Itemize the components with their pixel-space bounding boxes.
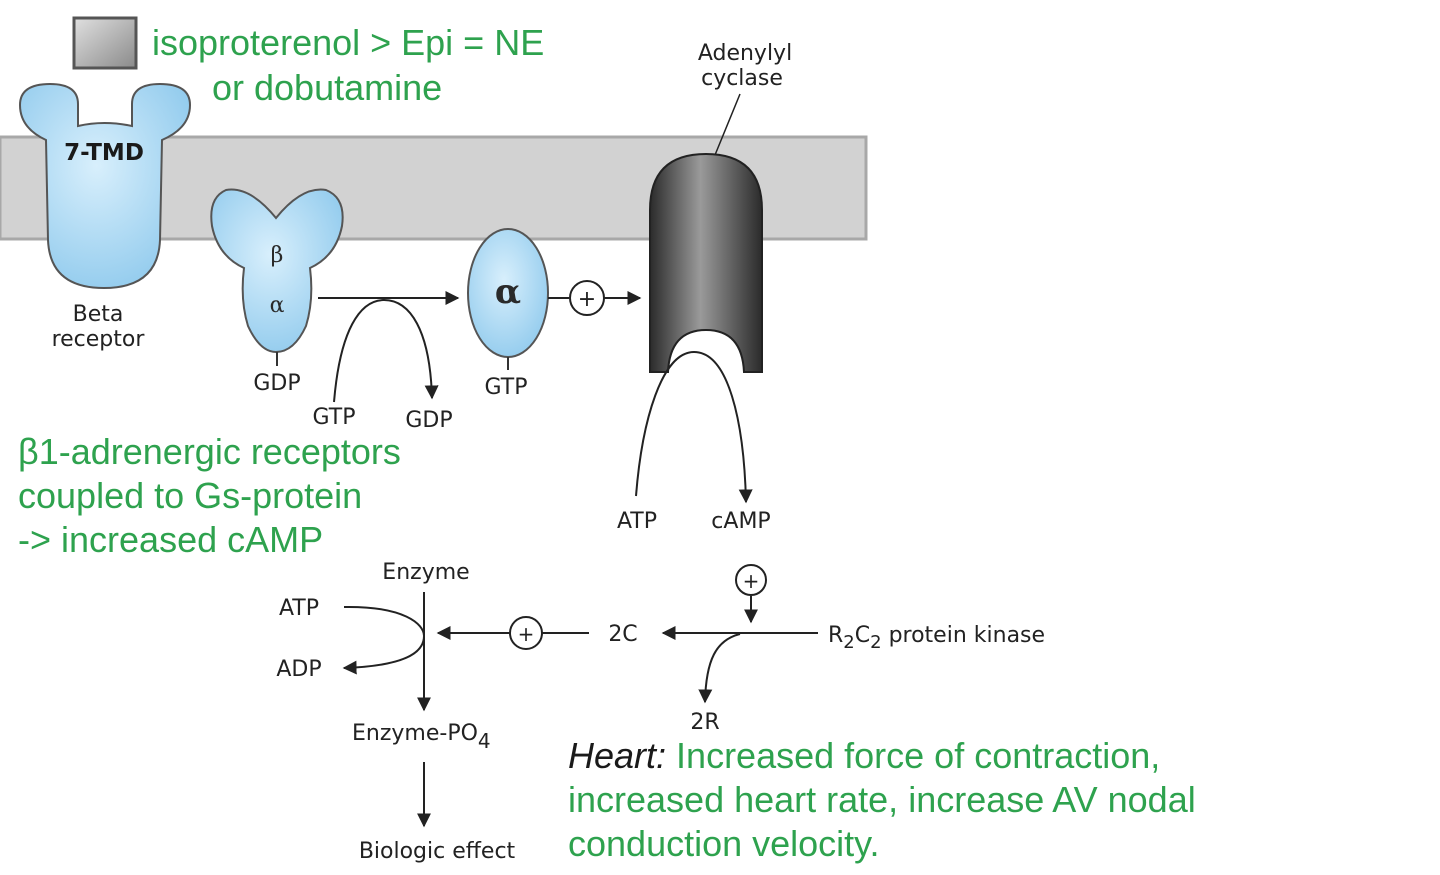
cyclase-label-1: Adenylyl [698, 41, 792, 66]
plus-1-sign: + [578, 287, 596, 312]
receptor-caption-2: receptor [52, 327, 146, 352]
beta-receptor-shape [18, 82, 192, 290]
agonist-note-line-2: or dobutamine [212, 67, 443, 108]
exchange-gtp-label: GTP [313, 405, 356, 430]
receptor-caption-1: Beta [73, 302, 124, 327]
beta-subunit-symbol: β [271, 243, 284, 268]
exchange-arc [333, 298, 439, 403]
coupling-note-line-2: coupled to Gs-protein [18, 475, 363, 516]
enzyme-label: Enzyme [382, 560, 469, 585]
plus-3-sign: + [518, 622, 535, 646]
cyclase-atp-label: ATP [617, 509, 657, 534]
heart-label: Heart: [568, 735, 667, 776]
kinase-holoenzyme-label: R2C2 protein kinase [828, 623, 1045, 653]
regulatory-subunit-label: 2R [690, 710, 719, 735]
agonist-note-line-1: isoproterenol > Epi = NE [152, 22, 545, 63]
receptor-7tmd-label: 7-TMD [64, 140, 144, 166]
gdp-bound-label: GDP [253, 371, 300, 396]
cyclase-label-2: cyclase [701, 66, 783, 91]
adenylyl-cyclase-shape [649, 152, 763, 373]
phosphorylated-enzyme-label: Enzyme-PO4 [352, 721, 491, 753]
camp-label: cAMP [711, 509, 770, 534]
stimulation-plus-2 [735, 564, 767, 596]
exchange-gdp-label: GDP [405, 408, 452, 433]
biologic-effect-label: Biologic effect [359, 839, 516, 864]
heart-note-line-2: increased heart rate, increase AV nodal [568, 779, 1196, 820]
cyclase-pointer-line [714, 93, 741, 156]
heart-effects-note: Heart: Increased force of contraction, i… [568, 734, 1196, 866]
enzyme-atp-label: ATP [279, 596, 319, 621]
coupling-note-line-1: β1-adrenergic receptors [18, 431, 401, 472]
alpha-subunit-symbol: α [270, 293, 285, 318]
coupling-note-line-3: -> increased cAMP [18, 519, 324, 560]
ligand-square [72, 16, 138, 70]
alpha-gtp-label: GTP [485, 375, 528, 400]
alpha-subunit-label: α [495, 272, 521, 312]
heart-note-line-3: conduction velocity. [568, 823, 880, 864]
camp-conversion-arc [635, 350, 753, 504]
enzyme-adp-label: ADP [276, 657, 321, 682]
heart-note-line-1: Heart: Increased force of contraction, [568, 734, 1196, 778]
agonist-note: isoproterenol > Epi = NE or dobutamine [152, 20, 544, 110]
catalytic-subunit-label: 2C [608, 622, 637, 647]
atp-adp-arc [342, 605, 426, 675]
plus-2-sign: + [743, 569, 760, 593]
receptor-coupling-note: β1-adrenergic receptors coupled to Gs-pr… [18, 430, 401, 562]
regulatory-release-arrow [698, 633, 741, 704]
heart-note-line-1-text: Increased force of contraction, [666, 735, 1161, 776]
